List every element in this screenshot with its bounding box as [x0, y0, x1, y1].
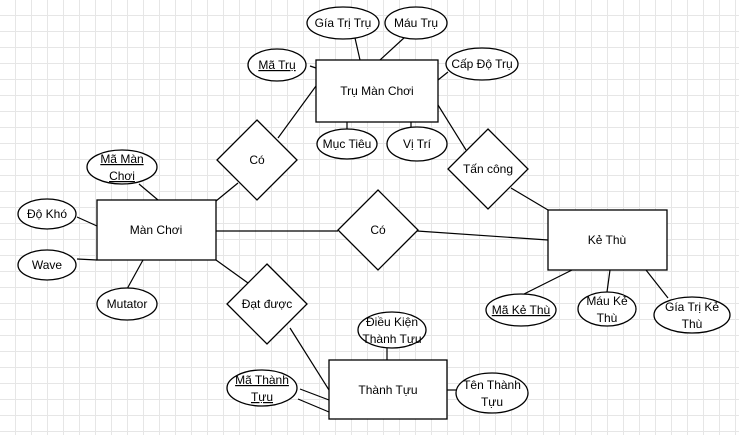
entity-ke-thu[interactable]: Kẻ Thù: [547, 209, 668, 271]
connector-mutator: [126, 259, 144, 290]
attribute-do-kho-label: Độ Khó: [27, 207, 67, 221]
entity-ke-thu-label: Kẻ Thù: [588, 233, 626, 247]
relationship-tan-cong[interactable]: Tấn công: [447, 128, 529, 210]
attribute-ten-thanh-tuu[interactable]: Tên Thành Tựu: [455, 372, 529, 414]
connector-co-top-man-choi: [215, 182, 239, 202]
attribute-dieu-kien-line1: Điều Kiện: [366, 315, 418, 329]
connector-tru-co-top: [277, 85, 317, 139]
attribute-gia-tri-ke-thu-line2: Thù: [682, 317, 703, 331]
attribute-ten-thanh-tuu-line2: Tựu: [481, 395, 503, 409]
connector-mau-ke-thu: [606, 269, 611, 293]
connector-cap-do-tru: [437, 71, 449, 81]
connector-wave: [76, 258, 98, 261]
attribute-vi-tri[interactable]: Vị Trí: [386, 126, 448, 162]
relationship-co-top-label: Có: [249, 153, 265, 167]
attribute-do-kho[interactable]: Độ Khó: [17, 198, 77, 230]
attribute-ma-man-choi-line2: Chơi: [109, 169, 135, 183]
attribute-ma-thanh-tuu-line2: Tựu: [251, 390, 273, 404]
attribute-ma-thanh-tuu-line1: Mã Thành: [235, 373, 289, 387]
connector-man-choi-dat-duoc: [215, 259, 249, 284]
attribute-gia-tri-ke-thu[interactable]: Gía Trị Kẻ Thù: [653, 296, 731, 334]
attribute-ma-ke-thu[interactable]: Mã Kẻ Thù: [485, 293, 557, 327]
attribute-mau-ke-thu-line1: Máu Kẻ: [586, 294, 628, 308]
connector-tru-tan-cong: [437, 104, 467, 151]
relationship-co-middle-label: Có: [370, 223, 386, 237]
attribute-mau-ke-thu[interactable]: Máu Kẻ Thù: [577, 291, 637, 327]
connector-mau-tru: [379, 36, 406, 61]
attribute-wave[interactable]: Wave: [17, 249, 77, 281]
attribute-gia-tri-tru[interactable]: Gía Trị Trụ: [306, 6, 380, 40]
attribute-mau-ke-thu-line2: Thù: [597, 311, 618, 325]
connector-tan-cong-ke-thu: [510, 187, 549, 211]
relationship-dat-duoc-label: Đạt được: [242, 297, 293, 311]
relationship-tan-cong-label: Tấn công: [463, 162, 513, 176]
attribute-dieu-kien-thanh-tuu[interactable]: Điều Kiện Thành Tựu: [357, 311, 427, 349]
connector-do-kho: [76, 216, 98, 227]
attribute-vi-tri-label: Vị Trí: [403, 137, 432, 151]
connector-ma-tru: [309, 65, 317, 69]
connector-co-middle-ke-thu: [416, 230, 549, 241]
attribute-wave-label: Wave: [32, 258, 63, 272]
connector-ma-thanh-tuu-b: [297, 398, 330, 413]
attribute-cap-do-tru[interactable]: Cấp Độ Trụ: [445, 47, 519, 81]
attribute-ma-tru[interactable]: Mã Trụ: [247, 48, 307, 82]
attribute-gia-tri-ke-thu-line1: Gía Trị Kẻ: [665, 300, 719, 314]
attribute-mutator-label: Mutator: [107, 297, 148, 311]
attribute-ma-ke-thu-label: Mã Kẻ Thù: [492, 303, 550, 317]
entity-thanh-tuu-label: Thành Tựu: [358, 383, 417, 397]
connector-ma-thanh-tuu: [299, 388, 330, 401]
attribute-muc-tieu-label: Mục Tiêu: [323, 137, 372, 151]
attribute-mutator[interactable]: Mutator: [96, 287, 158, 321]
relationship-dat-duoc[interactable]: Đạt được: [226, 263, 308, 345]
relationship-co-middle[interactable]: Có: [337, 189, 419, 271]
entity-man-choi-label: Màn Chơi: [130, 223, 183, 237]
entity-thanh-tuu[interactable]: Thành Tựu: [328, 359, 448, 420]
connectors: [76, 36, 669, 413]
entity-tru-man-choi[interactable]: Trụ Màn Chơi: [315, 59, 439, 123]
connector-ma-man-choi: [138, 183, 159, 201]
attribute-dieu-kien-line2: Thành Tựu: [362, 332, 421, 346]
attribute-cap-do-tru-label: Cấp Độ Trụ: [451, 57, 512, 71]
attribute-ma-thanh-tuu[interactable]: Mã Thành Tựu: [226, 369, 298, 407]
attribute-ma-man-choi-line1: Mã Màn: [100, 152, 143, 166]
attribute-mau-tru[interactable]: Máu Trụ: [384, 6, 448, 40]
entity-man-choi[interactable]: Màn Chơi: [96, 199, 217, 261]
connector-dat-duoc-thanh-tuu: [289, 327, 330, 391]
attribute-ten-thanh-tuu-line1: Tên Thành: [463, 378, 521, 392]
attribute-gia-tri-tru-label: Gía Trị Trụ: [315, 16, 372, 30]
attribute-ma-man-choi[interactable]: Mã Màn Chơi: [86, 149, 158, 185]
connector-gia-tri-ke-thu: [645, 269, 669, 299]
attribute-ma-tru-label: Mã Trụ: [258, 58, 295, 72]
entity-tru-man-choi-label: Trụ Màn Chơi: [340, 84, 413, 98]
attribute-muc-tieu[interactable]: Mục Tiêu: [316, 128, 378, 160]
connector-gia-tri-tru: [354, 37, 361, 61]
attribute-mau-tru-label: Máu Trụ: [394, 16, 438, 30]
relationship-co-top[interactable]: Có: [216, 119, 298, 201]
connector-ma-ke-thu: [519, 269, 573, 297]
